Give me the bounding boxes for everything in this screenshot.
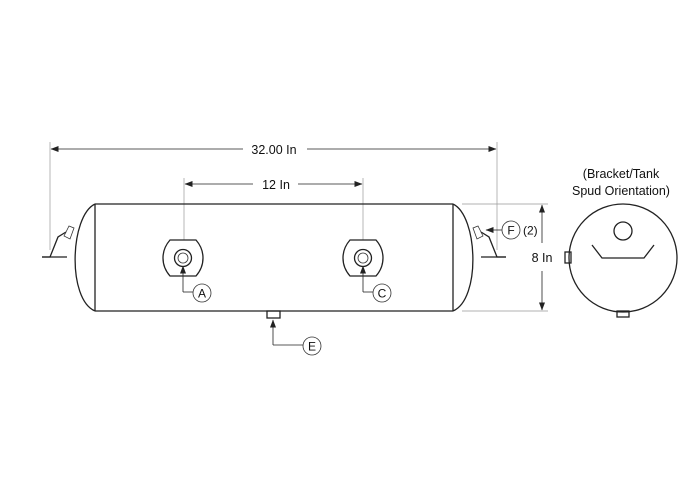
callout-f-label: F	[507, 224, 514, 238]
callout-a: A	[180, 265, 212, 303]
left-bracket	[42, 225, 75, 258]
callout-e-label: E	[308, 340, 316, 354]
callout-c-label: C	[378, 287, 387, 301]
tank-side-view	[42, 203, 506, 319]
callout-f: F (2)	[485, 220, 538, 240]
overall-length-dimension: 32.00 In	[49, 142, 498, 250]
end-view: (Bracket/Tank Spud Orientation)	[564, 167, 678, 318]
callout-e: E	[270, 319, 322, 356]
right-bracket	[472, 225, 506, 258]
end-view-side-spud	[564, 251, 572, 264]
port-spacing-label: 12 In	[262, 178, 290, 192]
callout-c: C	[360, 265, 392, 303]
end-view-drain-spud	[616, 310, 630, 318]
tank-end-circle	[568, 203, 678, 313]
callout-f-quantity: (2)	[523, 224, 538, 238]
end-view-bracket	[591, 244, 655, 259]
callout-a-label: A	[198, 287, 206, 301]
diameter-label: 8 In	[532, 251, 553, 265]
drain-spud	[266, 310, 281, 319]
end-view-port	[613, 221, 633, 241]
overall-length-label: 32.00 In	[251, 143, 296, 157]
end-view-caption-line2: Spud Orientation)	[572, 184, 670, 198]
diameter-dimension: 8 In	[462, 203, 553, 312]
end-view-caption-line1: (Bracket/Tank	[583, 167, 660, 181]
port-spacing-dimension: 12 In	[183, 178, 364, 240]
